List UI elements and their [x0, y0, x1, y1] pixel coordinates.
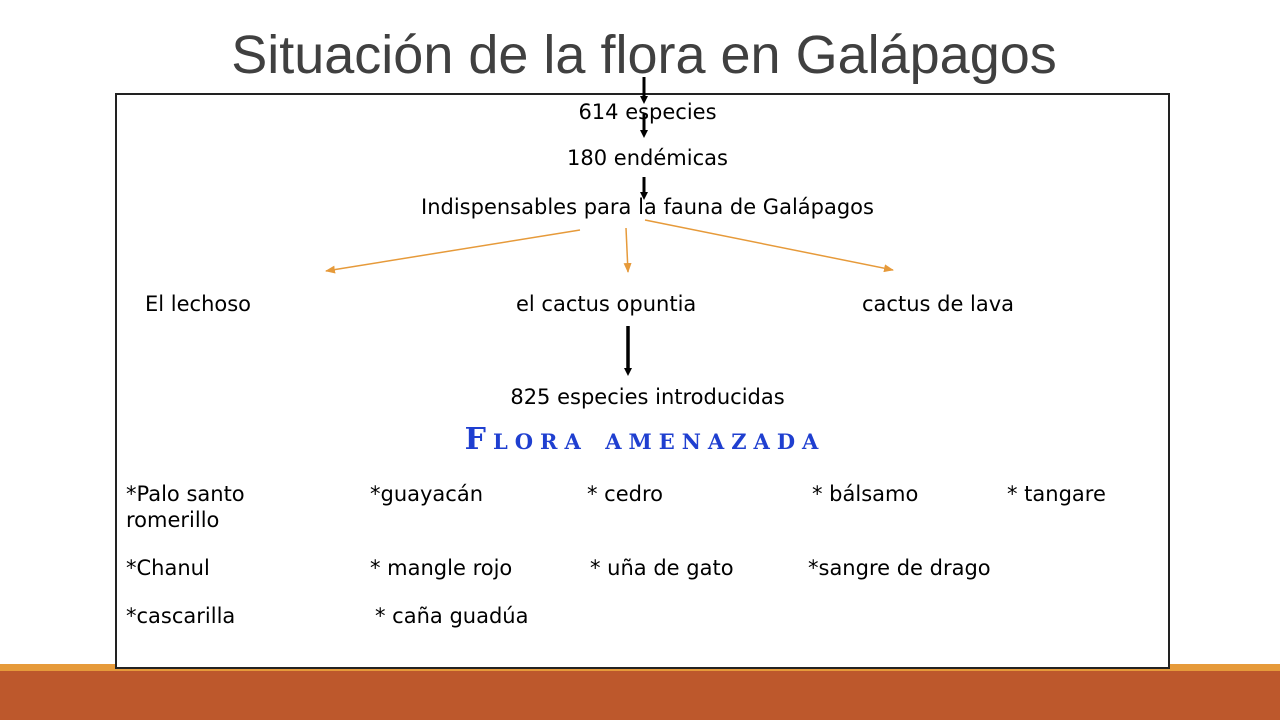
list-item: * mangle rojo	[370, 556, 513, 580]
list-item: *Chanul	[126, 556, 210, 580]
list-item: * bálsamo	[812, 482, 919, 506]
footer-bar	[0, 671, 1280, 720]
branch-cactus-lava: cactus de lava	[862, 292, 1015, 316]
flow-indispensable: Indispensables para la fauna de Galápago…	[421, 195, 874, 219]
introduced-species: 825 especies introducidas	[510, 385, 785, 409]
list-item: * caña guadúa	[375, 604, 529, 628]
list-item: * tangare	[1007, 482, 1106, 506]
list-item: * uña de gato	[590, 556, 734, 580]
slide-title: Situación de la flora en Galápagos	[231, 25, 1057, 85]
branch-lechoso: El lechoso	[145, 292, 252, 316]
branch-cactus-opuntia: el cactus opuntia	[516, 292, 697, 316]
list-item: *cascarilla	[126, 604, 236, 628]
flow-species-total: 614 especies	[578, 100, 717, 124]
list-item: romerillo	[126, 508, 220, 532]
list-item: * cedro	[587, 482, 663, 506]
list-item: *guayacán	[370, 482, 484, 506]
flow-endemic: 180 endémicas	[567, 146, 728, 170]
list-item: *Palo santo	[126, 482, 245, 506]
list-item: *sangre de drago	[808, 556, 991, 580]
content-panel	[115, 93, 1170, 669]
threatened-flora-heading: Flora amenazada	[464, 422, 826, 457]
